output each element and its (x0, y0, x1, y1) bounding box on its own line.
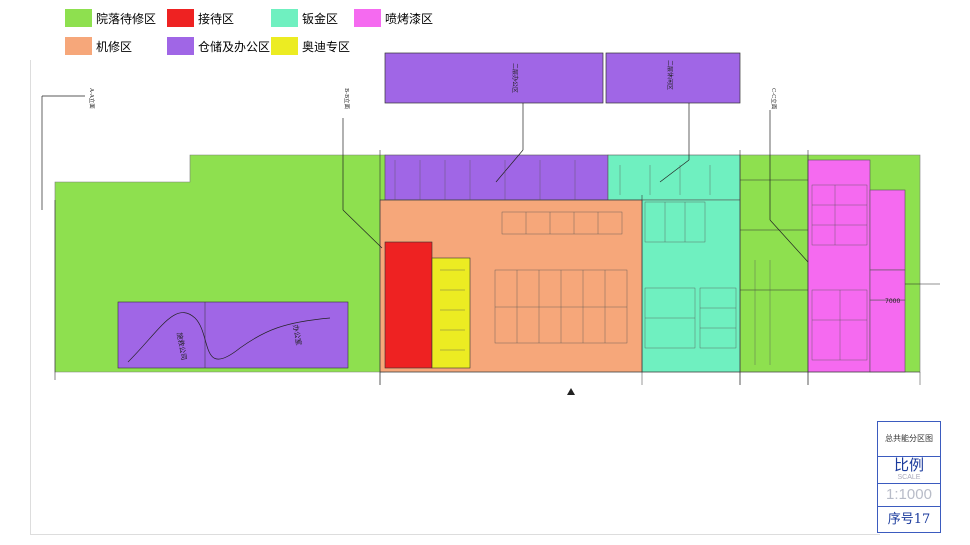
zone-paint (807, 159, 871, 373)
room-grid (394, 160, 868, 365)
title-block: 总共能分区图 比例 SCALE 1:1000 序号17 (877, 421, 941, 533)
section-a-label: A-A立面 (88, 87, 96, 109)
upper-box-right-label: 二层休闲区 (666, 60, 674, 90)
right-dim-label: 7000 (885, 298, 900, 305)
legend-label: 仓储及办公区 (198, 40, 271, 54)
zone-sheet-metal (641, 199, 741, 373)
section-b-diag (342, 209, 383, 249)
zone-storage (384, 154, 609, 201)
upper-box-left-label: 二层办公区 (511, 63, 519, 93)
section-c-diag (769, 219, 809, 263)
legend-label: 钣金区 (302, 12, 339, 26)
legend-label: 机修区 (96, 40, 133, 54)
leader-left-b (495, 149, 524, 183)
title-block-ratio: 1:1000 (878, 484, 940, 507)
leader-right-b (659, 159, 690, 183)
bottom-ticks (379, 372, 921, 385)
legend-swatch (65, 9, 92, 27)
zone-yard-strip (739, 154, 809, 373)
grid-lines (54, 150, 920, 385)
legend-label: 接待区 (198, 12, 235, 26)
zone-office-block (117, 301, 349, 369)
legend-swatch (65, 37, 92, 55)
legend-label: 喷烤漆区 (385, 12, 434, 26)
legend-label: 奥迪专区 (302, 40, 351, 54)
title-block-sequence: 序号17 (887, 512, 931, 527)
title-block-scale: 比例 SCALE (878, 457, 940, 484)
zone-paint-bottom (869, 299, 906, 373)
section-c-label: C-C立面 (770, 88, 778, 110)
frame-left-line (30, 60, 31, 535)
scale-en-text: SCALE (897, 474, 921, 481)
scale-cn-text: 比例 (893, 457, 924, 474)
zone-paint-corner (869, 269, 906, 301)
zone-reception (384, 241, 433, 369)
legend-swatch (271, 37, 298, 55)
legend-swatch (167, 37, 194, 55)
frame-bottom-line (30, 534, 880, 535)
legend-label: 院落待修区 (96, 12, 157, 26)
zone-sheet-metal-top (607, 154, 741, 201)
north-arrow-marker (567, 388, 575, 395)
legend-swatch (271, 9, 298, 27)
office-curve (127, 312, 331, 363)
upper-box-right (605, 52, 741, 104)
upper-box-left (384, 52, 604, 104)
legend-swatch (167, 9, 194, 27)
office-right-label: 办公室 (291, 324, 304, 346)
section-b-label: B-B立面 (343, 88, 351, 110)
zone-paint-right (869, 189, 906, 271)
title-block-title: 总共能分区图 (878, 422, 940, 457)
zone-audi (431, 257, 471, 369)
legend-swatch (354, 9, 381, 27)
